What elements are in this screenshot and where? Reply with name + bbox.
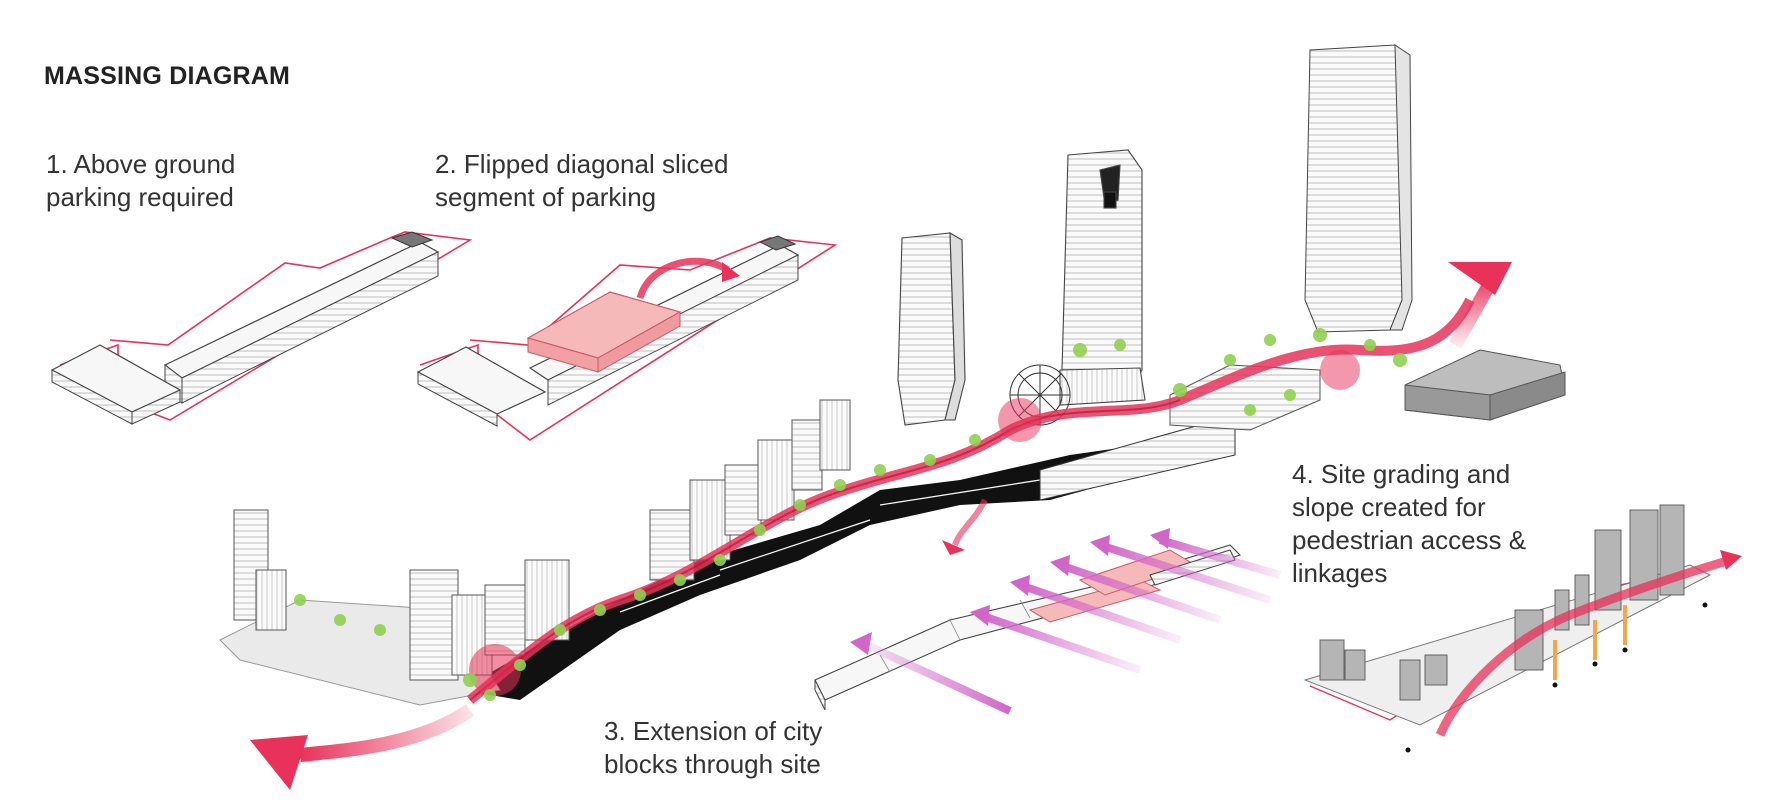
route-arrow-out-left <box>300 710 470 755</box>
tower-1 <box>898 233 965 425</box>
gray-block-right <box>1405 350 1565 420</box>
step-4-grading-diagram <box>1305 505 1742 753</box>
block-extension-arrows <box>850 528 1280 711</box>
parking-slab-long <box>165 242 438 378</box>
tower-2 <box>1060 150 1145 405</box>
step-2-parking-diagram <box>418 236 835 440</box>
step-3-city-blocks-diagram <box>815 528 1280 711</box>
tower-3 <box>1305 45 1412 332</box>
step-1-parking-diagram <box>52 232 470 424</box>
route-arrowhead-left <box>250 735 308 790</box>
red-hotspot <box>469 644 521 696</box>
